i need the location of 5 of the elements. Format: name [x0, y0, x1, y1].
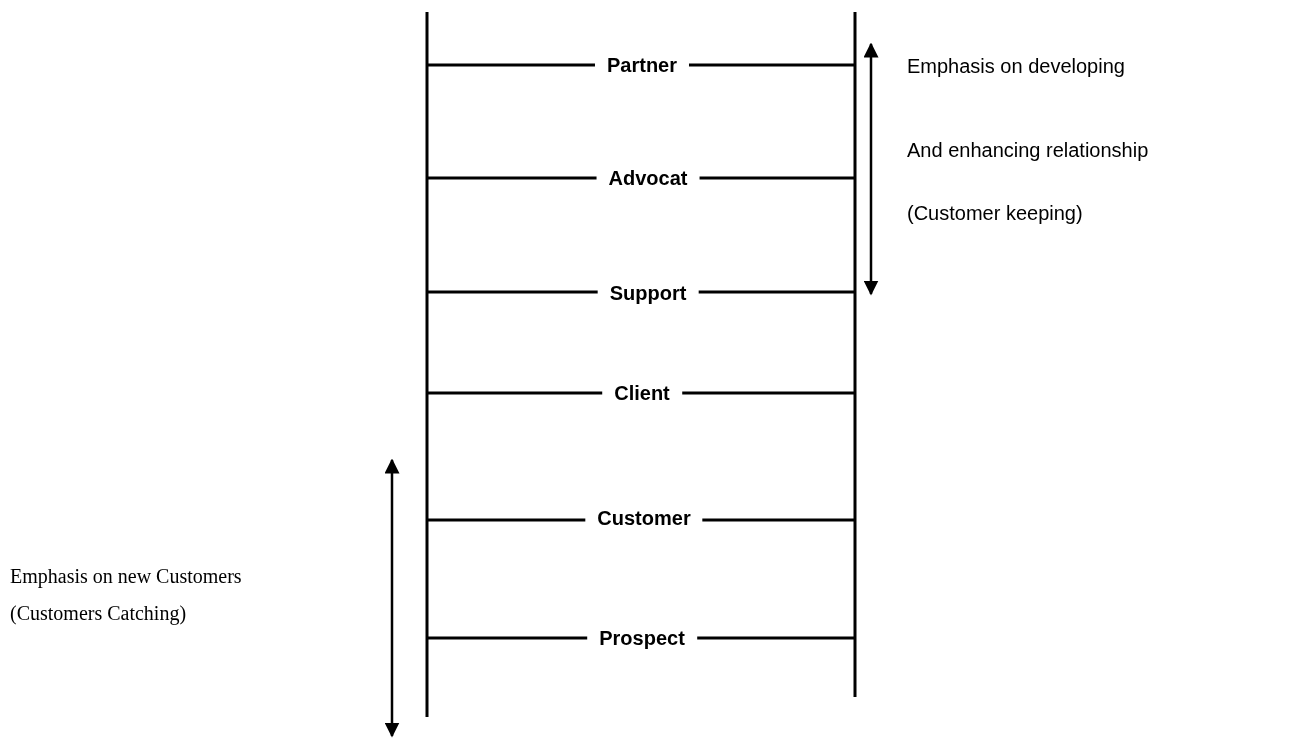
annotation-text: Emphasis on new Customers — [10, 563, 243, 589]
annotation-text: (Customers Catching) — [10, 600, 188, 626]
annotation-text: (Customer keeping) — [907, 201, 1083, 225]
annotation-text: Emphasis on developing — [907, 54, 1125, 78]
annotation-text: And enhancing relationship — [907, 138, 1149, 162]
